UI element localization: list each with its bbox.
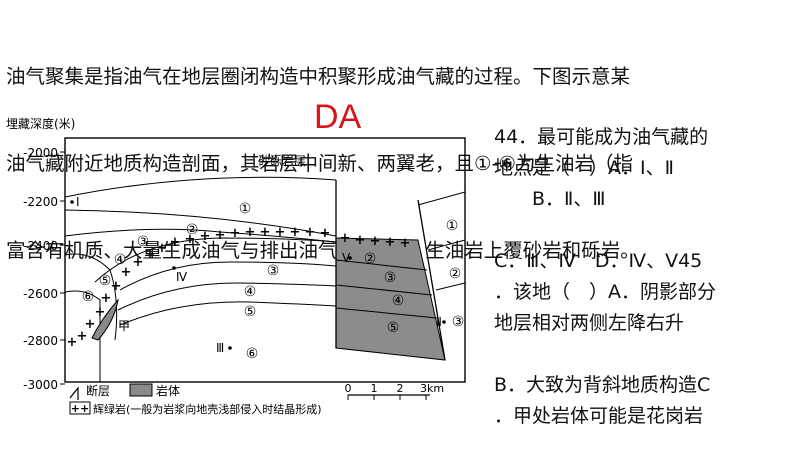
question-text: 44．最可能成为油气藏的 地点是（ ）A．Ⅰ、Ⅱ B．Ⅱ、Ⅲ C．Ⅲ、Ⅳ D．Ⅳ… bbox=[494, 122, 716, 432]
layer-boundary bbox=[120, 262, 336, 290]
layer-number: ③ bbox=[137, 234, 150, 250]
layer-number: ③ bbox=[267, 263, 280, 279]
location-label: Ⅲ bbox=[216, 341, 224, 355]
svg-text:+: + bbox=[320, 226, 331, 241]
svg-text:+: + bbox=[275, 225, 286, 240]
geologic-cross-section: 埋藏深度(米) -2000 -2200 -2400 -2600 -2800 -3… bbox=[0, 110, 490, 447]
rock-body-legend-swatch bbox=[130, 384, 152, 396]
layer-boundary bbox=[436, 283, 465, 290]
layer-number: ⑥ bbox=[82, 289, 95, 305]
svg-text:+: + bbox=[111, 279, 122, 294]
y-tick-label: -2800 bbox=[23, 334, 58, 348]
svg-text:+: + bbox=[200, 229, 211, 244]
layer-number: ② bbox=[449, 266, 462, 282]
plus-icon: ++ bbox=[71, 402, 89, 415]
layer-boundary bbox=[120, 302, 336, 325]
svg-text:+: + bbox=[400, 236, 411, 251]
question-line: B．Ⅱ、Ⅲ bbox=[494, 184, 716, 215]
svg-text:+: + bbox=[77, 329, 88, 344]
y-axis-title: 埋藏深度(米) bbox=[6, 116, 75, 131]
layer-number: ② bbox=[186, 222, 199, 238]
location-label: Ⅱ bbox=[436, 315, 442, 329]
layer-number: ③ bbox=[384, 270, 397, 286]
question-line bbox=[494, 339, 716, 370]
fault-legend-icon bbox=[70, 388, 78, 400]
layer-number: ① bbox=[239, 201, 252, 217]
svg-text:+: + bbox=[340, 231, 351, 246]
y-tick-marks bbox=[60, 152, 65, 384]
y-tick-label: -2200 bbox=[23, 195, 58, 209]
location-label: I bbox=[76, 195, 80, 209]
question-line: B．大致为背斜地质构造C bbox=[494, 370, 716, 401]
scale-bar: 0 1 2 3km bbox=[345, 382, 445, 400]
y-tick-label: -2000 bbox=[23, 146, 58, 160]
top-layer-label: 砂砾岩层 bbox=[258, 153, 306, 168]
svg-text:+: + bbox=[170, 235, 181, 250]
svg-text:+: + bbox=[95, 305, 106, 320]
question-line: 44．最可能成为油气藏的 bbox=[494, 122, 716, 153]
layer-number: ⑥ bbox=[246, 346, 259, 362]
scale-tick-label: 3km bbox=[420, 382, 444, 395]
layer-boundary bbox=[418, 192, 465, 205]
svg-text:+: + bbox=[157, 241, 168, 256]
question-line: C．Ⅲ、Ⅳ D．Ⅳ、Ⅴ45 bbox=[494, 246, 716, 277]
svg-text:+: + bbox=[355, 233, 366, 248]
layer-number: ③ bbox=[452, 314, 465, 330]
layer-boundary bbox=[65, 177, 336, 197]
svg-text:+: + bbox=[245, 225, 256, 240]
y-tick-labels: -2000 -2200 -2400 -2600 -2800 -3000 bbox=[23, 146, 58, 392]
question-line: ．甲处岩体可能是花岗岩 bbox=[494, 401, 716, 432]
svg-text:+: + bbox=[370, 234, 381, 249]
svg-text:+: + bbox=[67, 335, 78, 350]
svg-text:+: + bbox=[385, 235, 396, 250]
rock-body-label: 甲 bbox=[118, 319, 130, 333]
legend-rock-body-label: 岩体 bbox=[156, 383, 180, 398]
legend: 断层 岩体 ++ 辉绿岩(一般为岩浆向地壳浅部侵入时结晶形成) bbox=[70, 383, 322, 416]
svg-text:+: + bbox=[230, 226, 241, 241]
scale-tick-label: 2 bbox=[397, 382, 404, 395]
y-tick-label: -3000 bbox=[23, 378, 58, 392]
scale-tick-label: 0 bbox=[345, 382, 352, 395]
layer-number: ⑤ bbox=[244, 304, 257, 320]
question-line: 地点是（ ）A．Ⅰ、Ⅱ bbox=[494, 153, 716, 184]
layer-boundary bbox=[118, 283, 336, 310]
intro-line: 油气聚集是指油气在地层圈闭构造中积聚形成油气藏的过程。下图示意某 bbox=[6, 62, 790, 91]
legend-fault-label: 断层 bbox=[86, 383, 110, 398]
y-tick-label: -2400 bbox=[23, 239, 58, 253]
svg-text:+: + bbox=[215, 228, 226, 243]
layer-number: ② bbox=[364, 251, 377, 267]
layer-number: ④ bbox=[392, 293, 405, 309]
layer-number: ⑤ bbox=[99, 273, 112, 289]
location-label: Ⅳ bbox=[176, 270, 187, 284]
cross-section-svg: 埋藏深度(米) -2000 -2200 -2400 -2600 -2800 -3… bbox=[0, 110, 490, 447]
legend-diabase-label: 辉绿岩(一般为岩浆向地壳浅部侵入时结晶形成) bbox=[93, 402, 322, 416]
layer-boundary bbox=[428, 240, 465, 250]
svg-text:+: + bbox=[133, 255, 144, 270]
layer-number: ① bbox=[446, 218, 459, 234]
layer-number: ④ bbox=[244, 284, 257, 300]
scale-tick-label: 1 bbox=[371, 382, 378, 395]
location-label: V bbox=[342, 251, 351, 265]
layer-number: ④ bbox=[114, 252, 127, 268]
svg-text:+: + bbox=[305, 225, 316, 240]
svg-text:+: + bbox=[101, 291, 112, 306]
question-line: ．该地（ ）A．阴影部分 bbox=[494, 277, 716, 308]
svg-text:+: + bbox=[290, 225, 301, 240]
svg-text:+: + bbox=[260, 225, 271, 240]
shaded-fault-block bbox=[336, 238, 445, 360]
question-line: 地层相对两侧左降右升 bbox=[494, 308, 716, 339]
layer-number: ⑤ bbox=[387, 320, 400, 336]
question-line bbox=[494, 215, 716, 246]
y-tick-label: -2600 bbox=[23, 287, 58, 301]
